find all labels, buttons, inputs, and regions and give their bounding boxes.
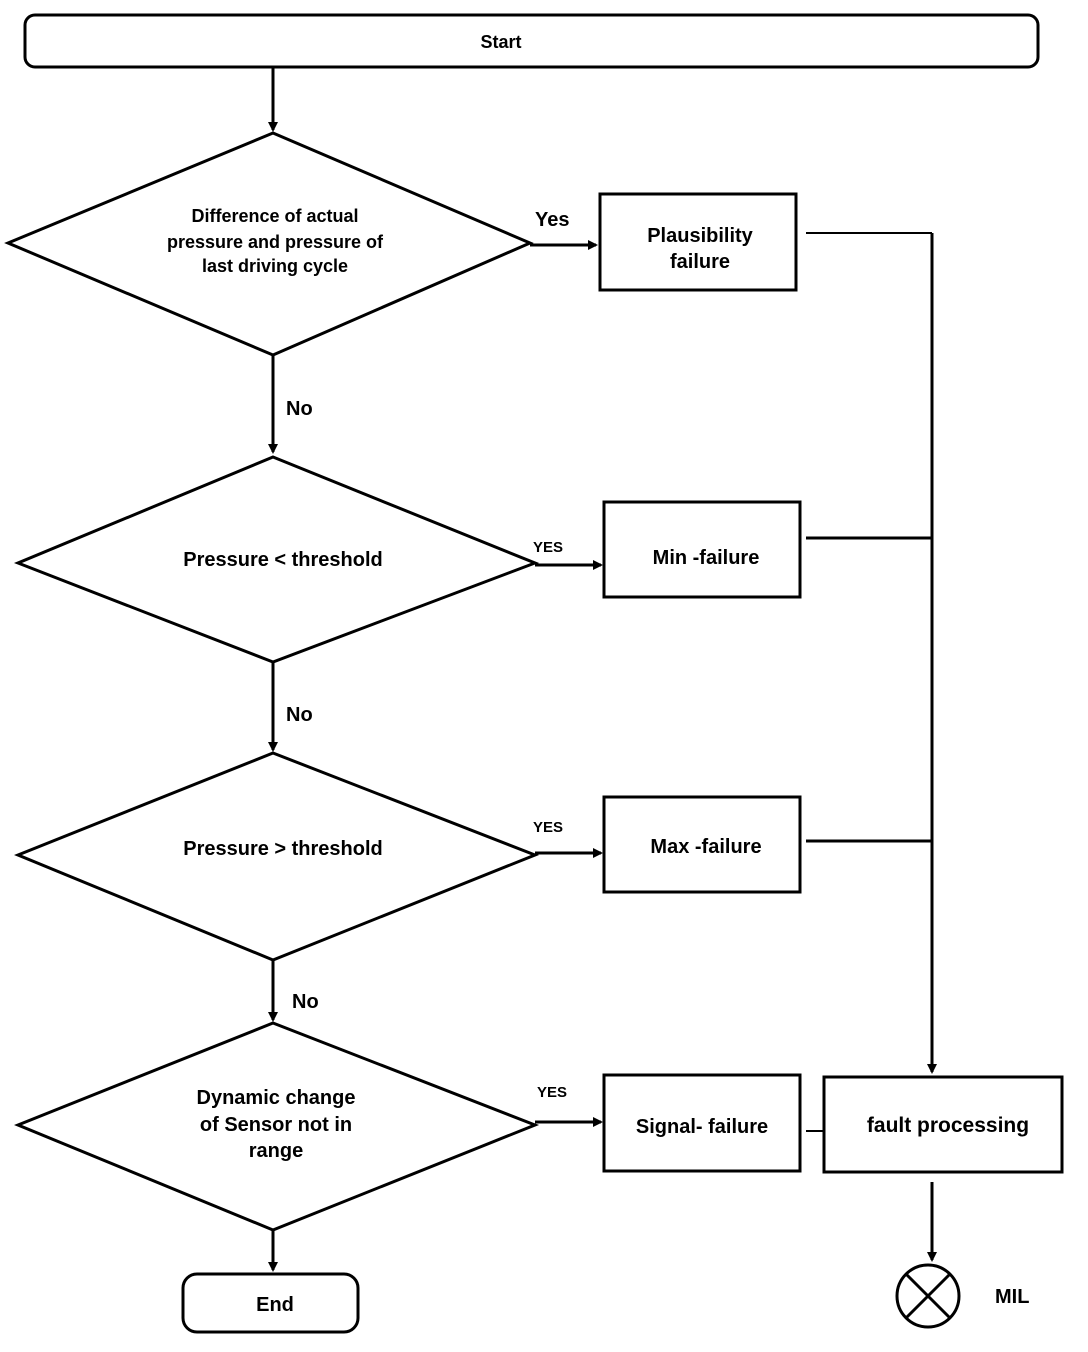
decision3-label: Pressure > threshold — [183, 838, 383, 860]
start-label: Start — [480, 32, 521, 52]
decision1-line3: last driving cycle — [202, 256, 348, 276]
plausibility-line1: Plausibility — [647, 225, 753, 247]
plausibility-line2: failure — [670, 251, 730, 273]
decision4-line1: Dynamic change — [197, 1087, 356, 1109]
end-terminal — [181, 1272, 360, 1334]
max-failure-box — [602, 795, 802, 894]
signal-failure-box — [602, 1073, 802, 1173]
start-terminal — [23, 13, 1040, 69]
mil-label: MIL — [995, 1286, 1029, 1308]
end-label: End — [256, 1294, 294, 1316]
fault-processing-label: fault processing — [867, 1114, 1029, 1137]
decision4-line3: range — [249, 1140, 303, 1162]
plausibility-failure-box — [598, 192, 798, 292]
min-failure-box — [602, 500, 802, 599]
signal-failure-label: Signal- failure — [636, 1116, 768, 1138]
decision2-label: Pressure < threshold — [183, 549, 383, 571]
max-failure-label: Max -failure — [650, 836, 761, 858]
decision1-line1: Difference of actual — [191, 206, 358, 226]
yes3-label: YES — [533, 819, 563, 836]
no3-label: No — [292, 991, 319, 1013]
min-failure-label: Min -failure — [653, 547, 760, 569]
yes1-label: Yes — [535, 209, 569, 231]
decision4-line2: of Sensor not in — [200, 1114, 352, 1136]
yes2-label: YES — [533, 539, 563, 556]
fault-processing-box — [822, 1075, 1064, 1174]
no2-label: No — [286, 704, 313, 726]
decision1-line2: pressure and pressure of — [167, 232, 384, 252]
no1-label: No — [286, 398, 313, 420]
lamp-x-icon — [895, 1263, 961, 1329]
yes4-label: YES — [537, 1084, 567, 1101]
